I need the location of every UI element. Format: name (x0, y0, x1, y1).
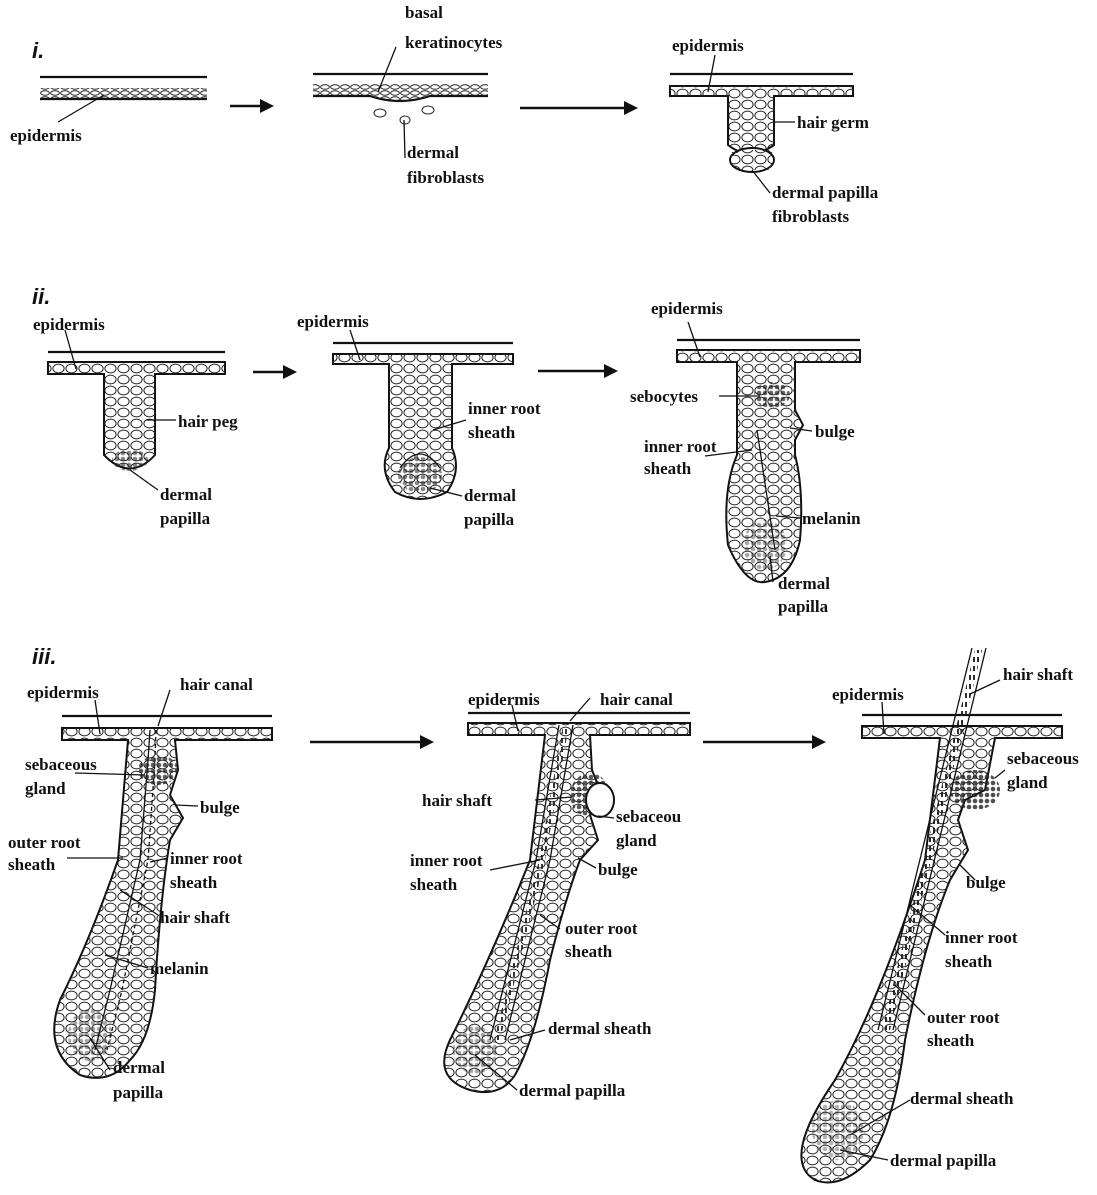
arrow-icon (703, 735, 826, 749)
arrow-icon (538, 364, 618, 378)
label-bulge: bulge (966, 873, 1006, 892)
label-dermal: dermal (407, 143, 459, 162)
label-sebaceous: sebaceous (1007, 749, 1079, 768)
label-sheath: sheath (565, 942, 613, 961)
label-outer-root: outer root (565, 919, 638, 938)
section-ii-panel-2: epidermis inner root sheath dermal papil… (297, 312, 541, 529)
label-inner-root: inner root (468, 399, 541, 418)
label-epidermis: epidermis (10, 126, 82, 145)
label-inner-root: inner root (644, 437, 717, 456)
section-ii-panel-3: epidermis sebocytes bulge inner root she… (630, 299, 861, 616)
arrow-icon (520, 101, 638, 115)
section-iii-panel-2: epidermis hair canal hair shaft sebaceou… (410, 690, 690, 1100)
label-sheath: sheath (468, 423, 516, 442)
label-outer-root: outer root (927, 1008, 1000, 1027)
label-dermal-sheath: dermal sheath (548, 1019, 652, 1038)
section-i-panel-1: epidermis (10, 77, 207, 145)
label-epidermis: epidermis (297, 312, 369, 331)
label-papilla: papilla (160, 509, 211, 528)
label-sebaceous: sebaceous (25, 755, 97, 774)
label-gland: gland (616, 831, 657, 850)
section-ii-numeral: ii. (32, 284, 50, 309)
label-sheath: sheath (644, 459, 692, 478)
label-sheath: sheath (8, 855, 56, 874)
label-fibroblasts: fibroblasts (772, 207, 850, 226)
label-inner-root: inner root (945, 928, 1018, 947)
label-sheath: sheath (410, 875, 458, 894)
label-hair-germ: hair germ (797, 113, 869, 132)
section-ii-panel-1: epidermis hair peg dermal papilla (33, 315, 238, 528)
section-i: i. epidermis basal keratinocytes dermal (10, 3, 879, 226)
label-papilla: papilla (464, 510, 515, 529)
label-sheath: sheath (170, 873, 218, 892)
label-bulge: bulge (815, 422, 855, 441)
label-gland: gland (1007, 773, 1048, 792)
label-dermal-sheath: dermal sheath (910, 1089, 1014, 1108)
label-keratinocytes: keratinocytes (405, 33, 503, 52)
section-iii: iii. epidermis hair canal sebaceous glan… (8, 644, 1079, 1183)
label-hair-shaft: hair shaft (160, 908, 230, 927)
section-iii-numeral: iii. (32, 644, 56, 669)
section-ii: ii. epidermis hair peg dermal papilla (32, 284, 861, 616)
arrow-icon (230, 99, 274, 113)
label-inner-root: inner root (170, 849, 243, 868)
section-i-numeral: i. (32, 38, 44, 63)
label-melanin: melanin (802, 509, 861, 528)
label-outer-root: outer root (8, 833, 81, 852)
label-melanin: melanin (150, 959, 209, 978)
label-dermal: dermal (464, 486, 516, 505)
label-epidermis: epidermis (672, 36, 744, 55)
label-hair-canal: hair canal (600, 690, 673, 709)
label-hair-shaft: hair shaft (422, 791, 492, 810)
label-dermal-papilla: dermal papilla (890, 1151, 997, 1170)
label-inner-root: inner root (410, 851, 483, 870)
label-dermal-papilla: dermal papilla (519, 1081, 626, 1100)
label-hair-peg: hair peg (178, 412, 238, 431)
label-dermal: dermal (778, 574, 830, 593)
section-i-panel-2: basal keratinocytes dermal fibroblasts (313, 3, 503, 187)
arrow-icon (310, 735, 434, 749)
label-bulge: bulge (200, 798, 240, 817)
section-iii-panel-1: epidermis hair canal sebaceous gland bul… (8, 675, 272, 1102)
label-papilla: papilla (113, 1083, 164, 1102)
label-epidermis: epidermis (468, 690, 540, 709)
label-epidermis: epidermis (27, 683, 99, 702)
label-epidermis: epidermis (651, 299, 723, 318)
label-hair-canal: hair canal (180, 675, 253, 694)
label-sheath: sheath (945, 952, 993, 971)
label-sheath: sheath (927, 1031, 975, 1050)
label-epidermis: epidermis (33, 315, 105, 334)
label-epidermis: epidermis (832, 685, 904, 704)
section-i-panel-3: epidermis hair germ dermal papilla fibro… (670, 36, 879, 226)
arrow-icon (253, 365, 297, 379)
label-dermal: dermal (113, 1058, 165, 1077)
label-fibroblasts: fibroblasts (407, 168, 485, 187)
section-iii-panel-3: epidermis hair shaft sebaceous gland bul… (801, 648, 1079, 1183)
label-hair-shaft: hair shaft (1003, 665, 1073, 684)
label-dermal-papilla: dermal papilla (772, 183, 879, 202)
label-sebocytes: sebocytes (630, 387, 698, 406)
label-papilla: papilla (778, 597, 829, 616)
label-dermal: dermal (160, 485, 212, 504)
label-gland: gland (25, 779, 66, 798)
label-sebaceou: sebaceou (616, 807, 681, 826)
label-bulge: bulge (598, 860, 638, 879)
label-basal: basal (405, 3, 443, 22)
